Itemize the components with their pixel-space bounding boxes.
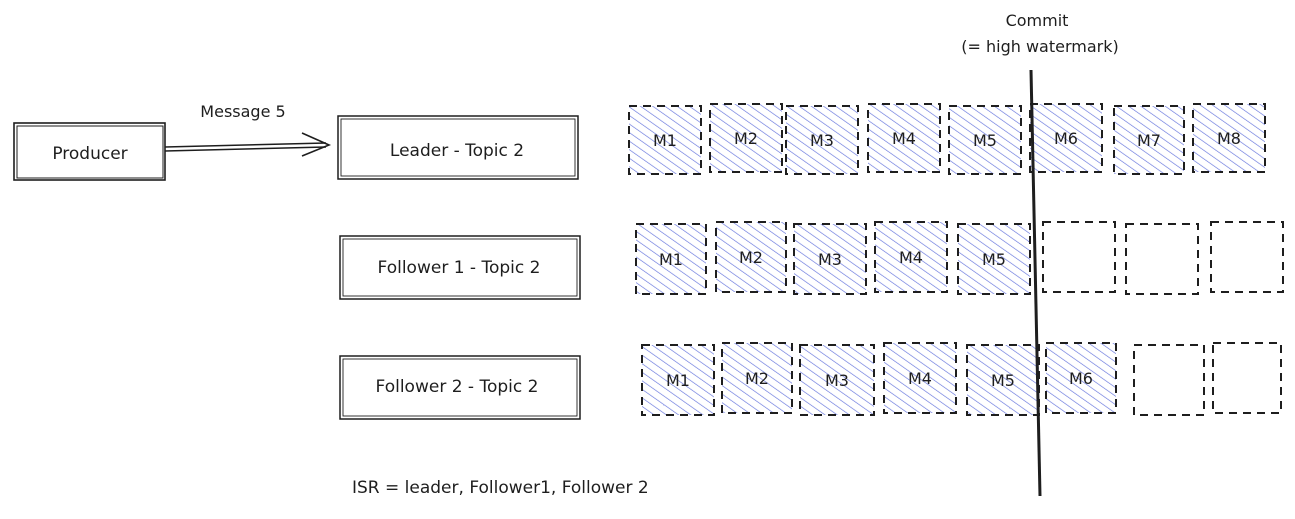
partition-box (339, 355, 581, 420)
message-label: M4 (892, 129, 916, 148)
partition-row: Follower 1 - Topic 2 M1 M2 M3 M4 M5 (339, 221, 1284, 300)
message-label: Message 5 (200, 102, 285, 121)
isr-text: ISR = leader, Follower1, Follower 2 (352, 478, 649, 498)
message-label: M1 (659, 250, 683, 269)
message-label: M1 (666, 371, 690, 390)
message-slot (709, 103, 783, 173)
message-label: M3 (825, 371, 849, 390)
partition-label: Follower 1 - Topic 2 (378, 258, 541, 278)
empty-slot (1212, 342, 1282, 414)
message-label: M2 (745, 369, 769, 388)
empty-slot (1210, 221, 1284, 293)
message-slot (1029, 103, 1103, 173)
message-slot (715, 221, 787, 293)
message-slot (785, 105, 859, 175)
message-label: M8 (1217, 129, 1241, 148)
partition-box-inner (342, 238, 578, 297)
producer-label: Producer (52, 144, 127, 164)
partition-box-inner (340, 118, 576, 177)
message-slot (883, 342, 957, 414)
partition-box (337, 115, 579, 180)
message-label: M1 (653, 131, 677, 150)
commit-subtitle: (= high watermark) (961, 37, 1118, 56)
message-slot (721, 342, 793, 414)
commit-title: Commit (1006, 11, 1069, 30)
producer-box: Producer (13, 122, 166, 181)
message-slot (867, 103, 941, 173)
partition-row: Leader - Topic 2 M1 M2 M3 M4 M5 M6 M7 M8 (337, 103, 1266, 180)
message-slot (799, 344, 875, 416)
message-slot (641, 344, 715, 416)
message-slot (1113, 105, 1185, 175)
message-label: M2 (739, 248, 763, 267)
message-slot (957, 223, 1031, 295)
message-label: M2 (734, 129, 758, 148)
partition-label: Follower 2 - Topic 2 (376, 377, 539, 397)
message-label: M3 (810, 131, 834, 150)
message-label: M4 (908, 369, 932, 388)
partition-box-inner (342, 358, 578, 417)
message-slot (966, 344, 1040, 416)
message-label: M5 (982, 250, 1006, 269)
message-label: M5 (991, 371, 1015, 390)
partition-box (339, 235, 581, 300)
partition-label: Leader - Topic 2 (390, 141, 524, 161)
empty-slot (1125, 223, 1199, 295)
message-slot (635, 223, 707, 295)
message-arrow (164, 132, 332, 157)
message-slot (874, 221, 948, 293)
message-label: M5 (973, 131, 997, 150)
message-label: M6 (1054, 129, 1078, 148)
message-slot (1192, 103, 1266, 173)
message-label: M7 (1137, 131, 1161, 150)
message-label: M6 (1069, 369, 1093, 388)
message-slot (793, 223, 867, 295)
message-label: M3 (818, 250, 842, 269)
commit-line (1029, 69, 1042, 497)
empty-slot (1133, 344, 1205, 416)
message-label: M4 (899, 248, 923, 267)
partition-row: Follower 2 - Topic 2 M1 M2 M3 M4 M5 M6 (339, 342, 1282, 420)
message-slot (628, 105, 702, 175)
message-slot (1045, 342, 1117, 414)
message-slot (948, 105, 1022, 175)
empty-slot (1042, 221, 1116, 293)
